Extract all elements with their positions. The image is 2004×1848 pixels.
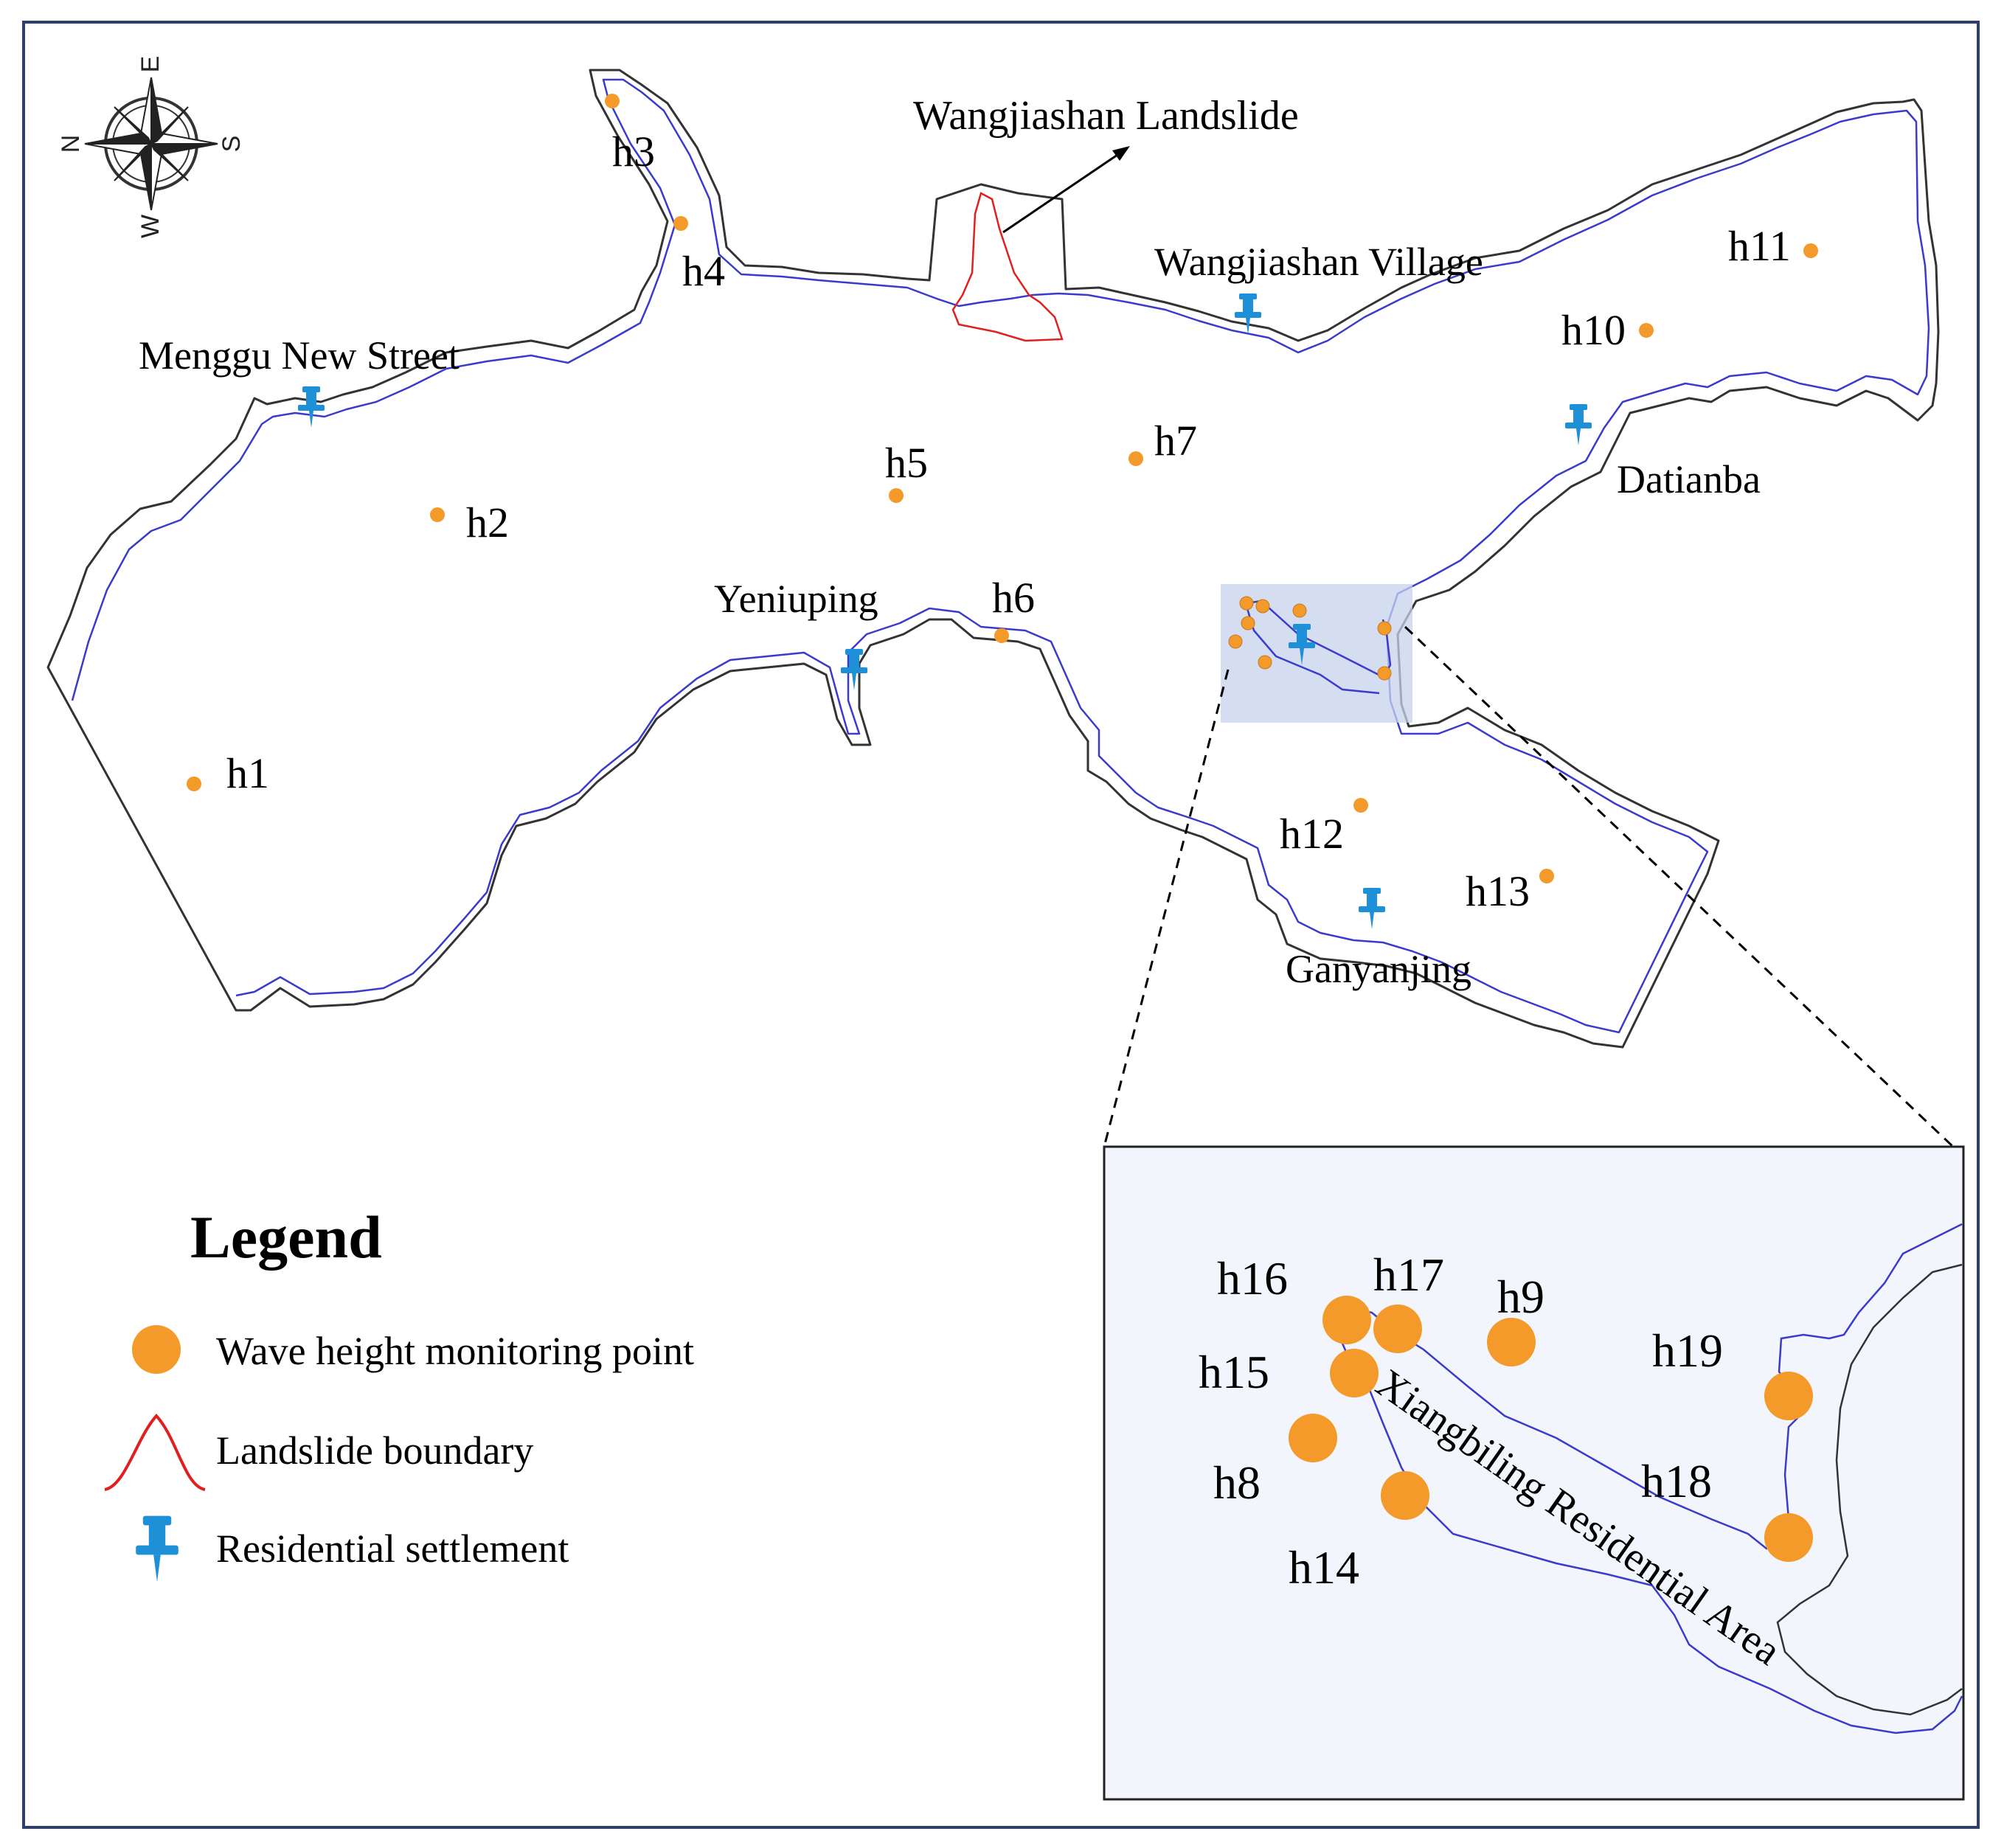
point-h12 bbox=[1353, 798, 1368, 813]
point-h6 bbox=[994, 628, 1009, 643]
legend-monitoring-point-icon bbox=[132, 1325, 181, 1374]
figure-frame bbox=[22, 21, 1980, 1829]
legend-boundary-label: Landslide boundary bbox=[216, 1428, 533, 1473]
inset-point-h8 bbox=[1289, 1414, 1337, 1462]
river-line bbox=[71, 78, 1930, 1034]
settlement-pin-menggu-icon bbox=[298, 386, 325, 428]
point-h10 bbox=[1639, 323, 1654, 338]
compass-w-label: W bbox=[136, 215, 164, 238]
settlement-pin-wangjiashan-icon bbox=[1235, 293, 1261, 335]
inset-label-h17: h17 bbox=[1373, 1248, 1444, 1301]
inset-label-h19: h19 bbox=[1652, 1324, 1723, 1377]
legend-landslide-boundary-icon bbox=[104, 1414, 206, 1491]
landslide-arrow-line bbox=[1002, 153, 1118, 234]
label-h12: h12 bbox=[1280, 810, 1344, 858]
compass-e-label: E bbox=[136, 56, 164, 73]
compass-n-label: N bbox=[57, 135, 85, 153]
label-h5: h5 bbox=[885, 439, 928, 487]
inset-monitoring-points bbox=[1289, 1296, 1813, 1562]
label-h1: h1 bbox=[226, 749, 269, 797]
inset-frame bbox=[1103, 1145, 1965, 1801]
label-h7: h7 bbox=[1154, 417, 1197, 465]
place-ganyanjing-label: Ganyanjing bbox=[1286, 947, 1471, 991]
xiangbiling-highlight-box bbox=[1221, 584, 1412, 723]
inset-label-h9: h9 bbox=[1497, 1271, 1544, 1323]
legend-title: Legend bbox=[190, 1203, 382, 1271]
inset-leader-left bbox=[1103, 669, 1230, 1147]
xiangbiling-small-points bbox=[1228, 596, 1392, 681]
point-h3 bbox=[605, 94, 620, 108]
place-wangjiashan-village-label: Wangjiashan Village bbox=[1154, 240, 1483, 284]
inset-point-h9 bbox=[1487, 1318, 1536, 1366]
point-h7 bbox=[1128, 451, 1143, 466]
label-h2: h2 bbox=[466, 499, 509, 546]
place-menggu-label: Menggu New Street bbox=[139, 333, 460, 378]
label-h4: h4 bbox=[682, 247, 725, 295]
label-h13: h13 bbox=[1466, 867, 1530, 915]
inset-river-line bbox=[1337, 1223, 1963, 1734]
landslide-boundary bbox=[951, 192, 1064, 342]
inset-point-h16 bbox=[1322, 1296, 1371, 1344]
inset-point-h17 bbox=[1373, 1305, 1422, 1353]
inset-label-h14: h14 bbox=[1289, 1541, 1359, 1594]
legend-settlement-pin-icon bbox=[136, 1515, 178, 1583]
inset-label-h18: h18 bbox=[1641, 1455, 1712, 1507]
place-datianba-label: Datianba bbox=[1617, 457, 1761, 501]
compass-s-label: S bbox=[218, 136, 246, 153]
main-monitoring-points bbox=[187, 94, 1818, 883]
label-h3: h3 bbox=[612, 128, 655, 176]
inset-point-h19 bbox=[1764, 1372, 1813, 1420]
legend-monitoring-label: Wave height monitoring point bbox=[216, 1329, 694, 1373]
main-point-labels: h1 h2 h3 h4 h5 h6 h7 h10 h11 h12 h13 bbox=[226, 128, 1791, 915]
place-yeniuping-label: Yeniuping bbox=[714, 577, 878, 621]
point-h1 bbox=[187, 777, 201, 791]
inset-label-h8: h8 bbox=[1213, 1456, 1261, 1509]
inset-leader-right bbox=[1404, 625, 1955, 1148]
reservoir-bank-outline bbox=[46, 69, 1940, 1049]
point-h11 bbox=[1803, 243, 1818, 258]
settlement-pin-ganyanjing-icon bbox=[1359, 888, 1385, 929]
point-h5 bbox=[889, 488, 904, 503]
point-h13 bbox=[1539, 869, 1554, 883]
label-h6: h6 bbox=[992, 574, 1035, 622]
landslide-title: Wangjiashan Landslide bbox=[913, 93, 1299, 139]
inset-point-h14 bbox=[1381, 1471, 1429, 1520]
landslide-arrow-head bbox=[1112, 146, 1130, 161]
point-h2 bbox=[430, 507, 445, 522]
compass-rose-icon: E S W N bbox=[57, 56, 246, 238]
label-h11: h11 bbox=[1728, 222, 1791, 270]
point-h4 bbox=[673, 216, 688, 231]
inset-label-h16: h16 bbox=[1217, 1252, 1288, 1305]
settlement-pin-datianba-icon bbox=[1565, 404, 1592, 445]
inset-point-h15 bbox=[1330, 1349, 1379, 1397]
label-h10: h10 bbox=[1561, 306, 1626, 354]
inset-panel: h16 h17 h9 h19 h15 h18 h8 h14 Xiangbilin… bbox=[1103, 1145, 1965, 1801]
inset-label-h15: h15 bbox=[1199, 1346, 1269, 1398]
legend-settlement-label: Residential settlement bbox=[216, 1526, 569, 1571]
legend: Legend Wave height monitoring point Land… bbox=[104, 1203, 694, 1583]
inset-bank-outline bbox=[1776, 1263, 1963, 1716]
inset-point-h18 bbox=[1764, 1513, 1813, 1562]
